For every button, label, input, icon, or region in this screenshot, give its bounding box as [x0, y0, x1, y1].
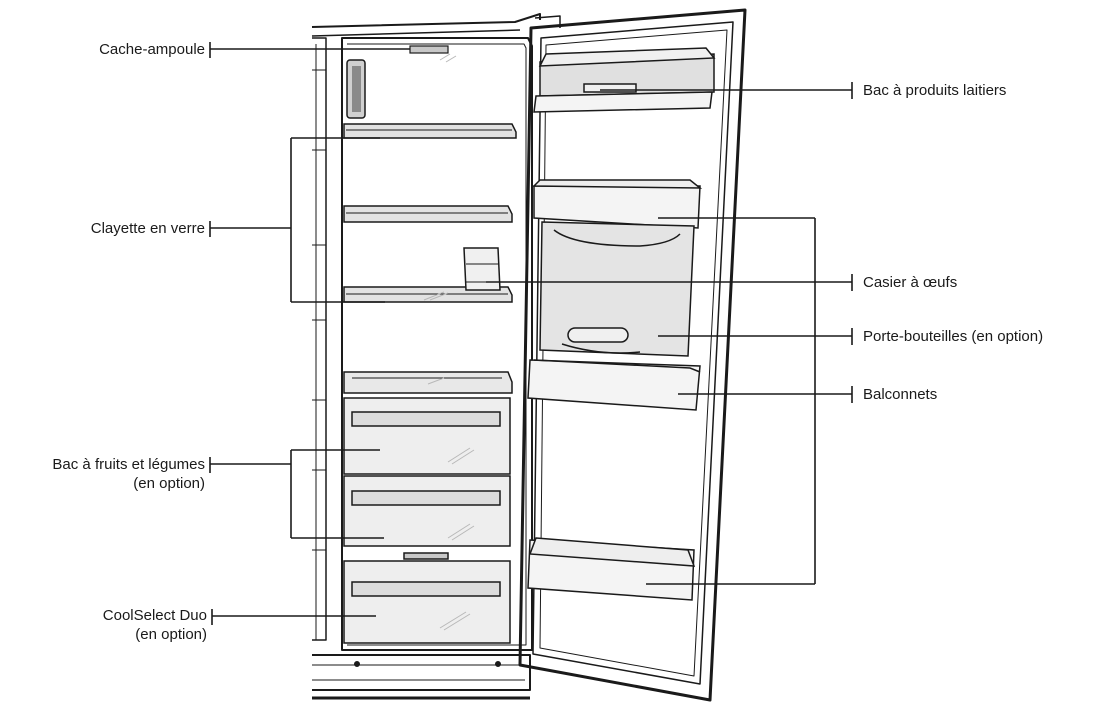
leader-lines [209, 42, 853, 625]
label-bac-fruits-legumes: Bac à fruits et légumes (en option) [52, 455, 205, 493]
label-bac-fruits-line2: (en option) [133, 475, 205, 492]
coolselect-drawer [343, 552, 511, 644]
fridge-cabinet [311, 13, 541, 700]
label-porte-bouteilles: Porte-bouteilles (en option) [863, 328, 1044, 345]
light-cover-shape [409, 45, 449, 54]
label-bac-produits-laitiers: Bac à produits laitiers [863, 82, 1007, 99]
crisper-drawers [343, 397, 511, 547]
egg-tray [463, 247, 501, 291]
door-bins [527, 47, 716, 601]
glass-shelves [343, 123, 517, 394]
label-bac-fruits-line1: Bac à fruits et légumes [52, 456, 205, 473]
label-balconnets: Balconnets [863, 386, 938, 403]
label-coolselect-line1: CoolSelect Duo [102, 607, 207, 624]
fridge-door [518, 8, 747, 702]
label-coolselect-line2: (en option) [135, 626, 207, 643]
label-casier-oeufs: Casier à œufs [863, 274, 958, 291]
label-clayette-en-verre: Clayette en verre [90, 220, 205, 237]
label-cache-ampoule: Cache-ampoule [99, 41, 205, 58]
label-coolselect-duo: CoolSelect Duo (en option) [103, 606, 207, 644]
